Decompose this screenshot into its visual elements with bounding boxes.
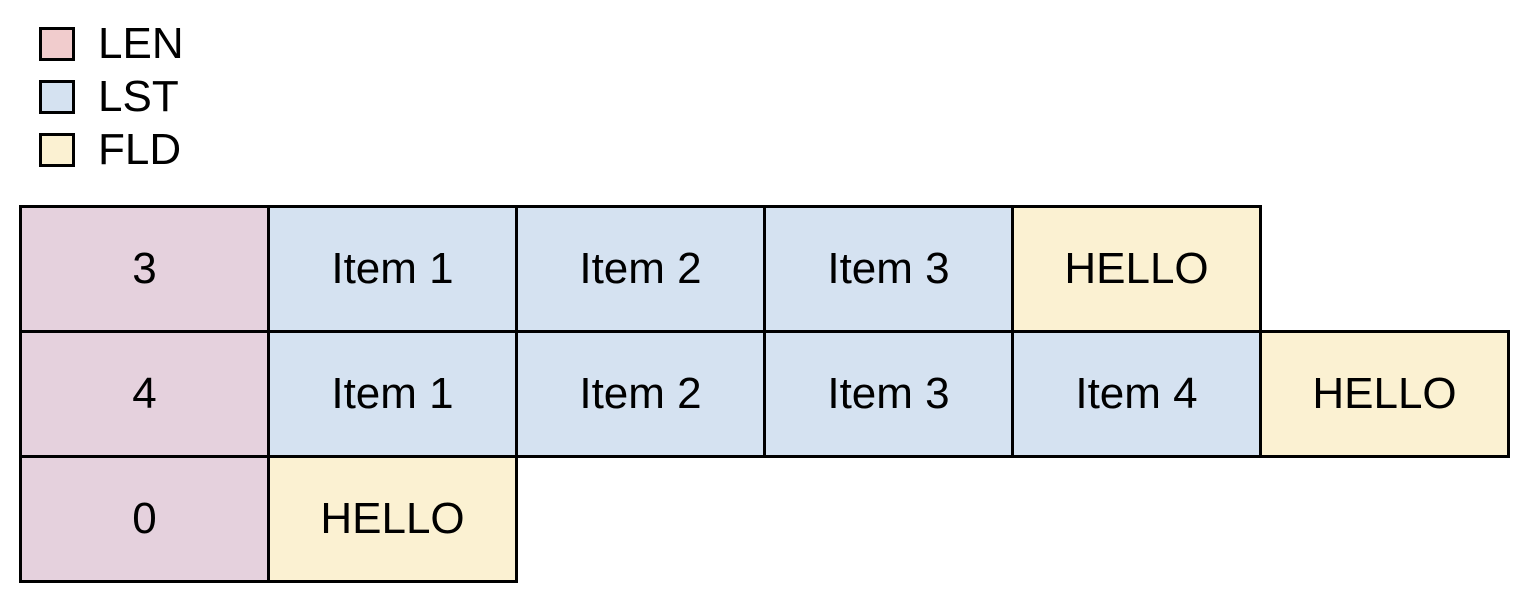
fld-color-swatch-icon <box>39 133 75 167</box>
legend-item-lst: LST <box>39 72 184 121</box>
legend-item-len: LEN <box>39 19 184 68</box>
len-color-swatch-icon <box>39 27 75 61</box>
len-cell: 4 <box>19 330 270 458</box>
lst-item-cell: Item 3 <box>763 330 1014 458</box>
legend-label-len: LEN <box>98 19 184 68</box>
fld-cell: HELLO <box>1259 330 1510 458</box>
lst-item-cell: Item 2 <box>515 330 766 458</box>
lst-item-cell: Item 4 <box>1011 330 1262 458</box>
record-row-3: 0 HELLO <box>19 455 518 583</box>
legend-label-lst: LST <box>98 72 179 121</box>
record-row-1: 3 Item 1 Item 2 Item 3 HELLO <box>19 205 1262 333</box>
fld-cell: HELLO <box>1011 205 1262 333</box>
len-cell: 3 <box>19 205 270 333</box>
lst-item-cell: Item 1 <box>267 330 518 458</box>
lst-color-swatch-icon <box>39 80 75 114</box>
len-cell: 0 <box>19 455 270 583</box>
lst-item-cell: Item 2 <box>515 205 766 333</box>
legend-item-fld: FLD <box>39 125 184 174</box>
legend-label-fld: FLD <box>98 125 182 174</box>
record-row-2: 4 Item 1 Item 2 Item 3 Item 4 HELLO <box>19 330 1510 458</box>
lst-item-cell: Item 3 <box>763 205 1014 333</box>
lst-item-cell: Item 1 <box>267 205 518 333</box>
fld-cell: HELLO <box>267 455 518 583</box>
legend: LEN LST FLD <box>39 19 184 186</box>
